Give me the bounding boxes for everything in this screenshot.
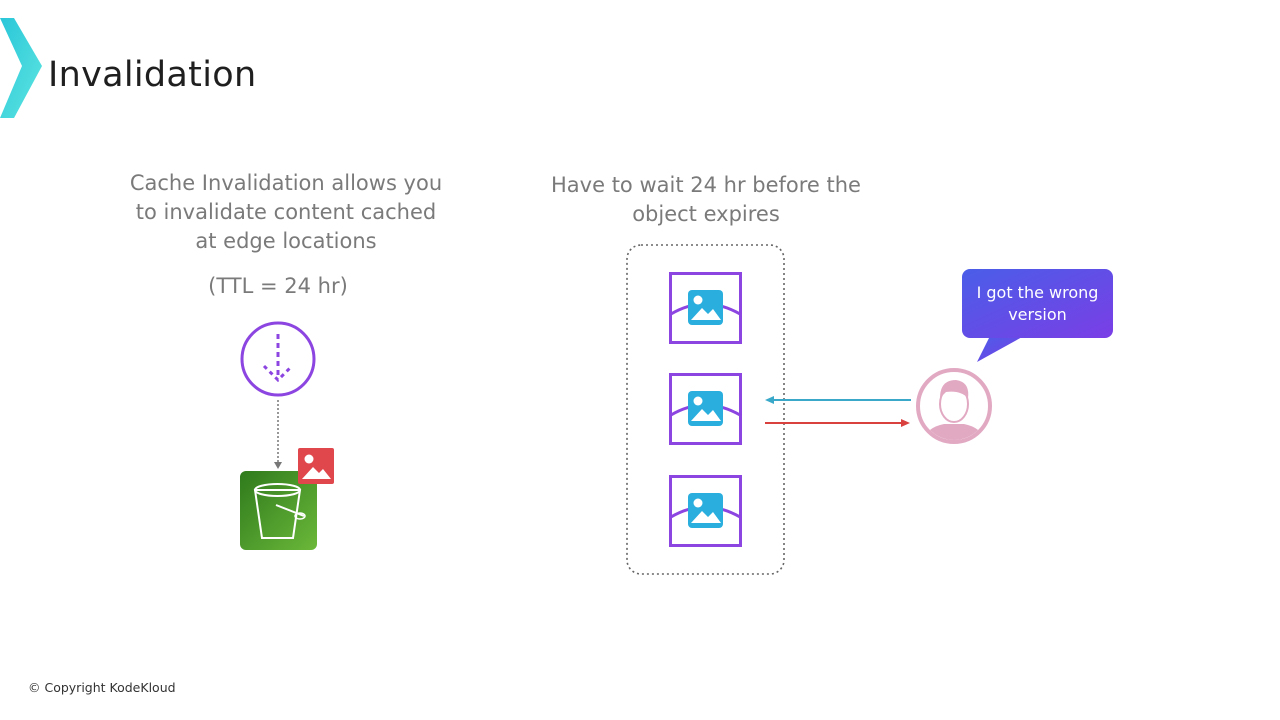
cached-object-icon [669,373,742,445]
s3-bucket-icon [240,471,317,550]
kodekloud-logo [0,18,42,118]
speech-bubble [962,269,1113,362]
request-arrow [765,396,911,404]
edge-location-cache-box [626,244,785,575]
dotted-arrow-to-bucket [274,400,282,469]
cached-object-icon [669,475,742,547]
ttl-label: (TTL = 24 hr) [208,274,348,298]
response-arrow [765,419,910,427]
invalidation-icon [240,321,316,397]
user-avatar-icon [916,368,992,444]
image-object-badge-icon [298,448,334,484]
slide-title: Invalidation [48,55,257,95]
wait-caption: Have to wait 24 hr before the object exp… [551,173,861,226]
cached-object-icon [669,272,742,344]
speech-bubble-text: I got the wrong version [976,283,1099,324]
cache-invalidation-caption: Cache Invalidation allows you to invalid… [129,171,443,253]
copyright-footer: © Copyright KodeKloud [28,680,176,695]
